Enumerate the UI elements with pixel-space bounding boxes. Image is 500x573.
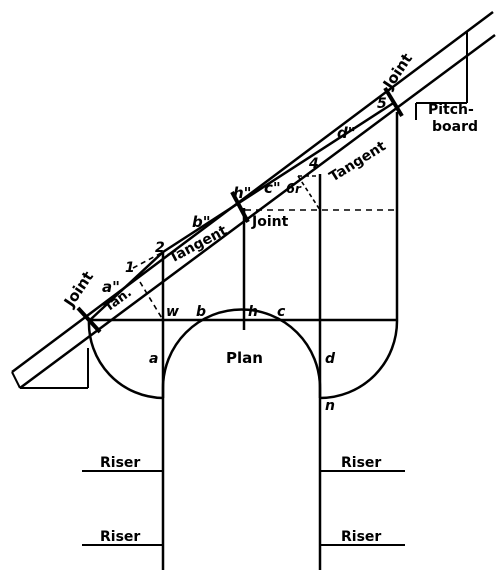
handrail [11,10,496,390]
point-d-label: d [325,351,336,367]
label-c-double-prime: c" [264,179,281,197]
plan-label: Plan [226,349,263,367]
rail-end-left [20,348,89,389]
point-a-label: a [149,351,158,367]
point-5-label: 5 [377,96,387,112]
point-n-label: n [325,398,335,414]
label-h-double-prime: h" [233,184,252,202]
riser-label-1: Riser [100,455,140,471]
pitchboard [415,32,468,120]
point-w-label: w [166,304,179,320]
point-b-label: b [196,304,206,320]
label-a-double-prime: a" [102,278,120,296]
joint-label-left: Joint [60,268,97,311]
joint-label-middle: Joint [251,214,289,230]
plan-arcs [87,308,399,400]
riser-label-4: Riser [341,529,381,545]
pitchboard-label-line1: Pitch- [428,102,474,118]
tangent-lines [89,100,396,321]
riser-lines [82,470,405,546]
pitchboard-label-line2: board [432,119,478,135]
point-2-label: 2 [155,240,165,256]
point-6-label: 6 [286,182,295,197]
joint-label-right: Joint [379,50,416,93]
point-1-label: 1 [125,260,135,276]
vertical-lines [161,112,399,570]
point-c-label: c [277,304,286,320]
label-d-double-prime: d" [337,124,356,142]
dashed-construction [132,175,396,321]
label-b-double-prime: b" [192,213,211,231]
riser-label-3: Riser [341,455,381,471]
point-r-label: r [295,182,302,196]
riser-label-2: Riser [100,529,140,545]
point-h-label: h [248,304,258,320]
tangent-label-2: Tangent [327,138,389,185]
point-4-label: 4 [308,156,319,172]
